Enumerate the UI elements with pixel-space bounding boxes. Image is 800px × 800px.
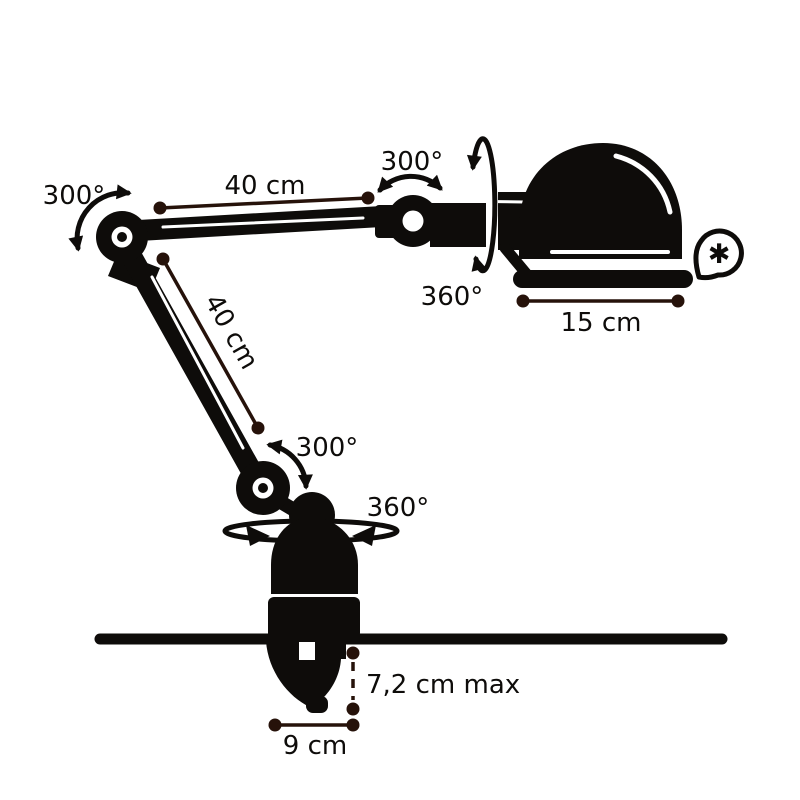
- joint1-rotation-label: 300°: [43, 181, 106, 211]
- clamp-screw-knob: [306, 696, 328, 713]
- shade-gloss-highlight: [613, 153, 673, 215]
- base-bell: [271, 517, 358, 594]
- speech-bubble-icon: [693, 228, 744, 281]
- labels: 300° 40 cm 300° 360° 15 cm 40 cm 300° 36…: [43, 147, 642, 761]
- arm-highlight: [161, 216, 365, 229]
- shade-width-dimension: [516, 294, 685, 308]
- lamp-body: [96, 195, 451, 524]
- lamp-base: [266, 492, 360, 713]
- rotation-arrowhead-icon: [246, 525, 270, 546]
- upper-arm-dimension: [153, 191, 375, 215]
- head-spin-arrow: [466, 136, 498, 274]
- dimension-lines: [153, 191, 685, 732]
- head-arm-block: [430, 203, 486, 247]
- joint-head: [387, 195, 439, 247]
- clamp-width-dimension: [268, 718, 360, 732]
- head-joint-rotation-label: 300°: [381, 147, 444, 177]
- shade-dome: [519, 143, 682, 259]
- head-highlight: [445, 199, 526, 204]
- asterisk-icon: ✱: [708, 239, 731, 270]
- clamp-capacity-label: 7,2 cm max: [366, 670, 520, 700]
- clamp-gap: [299, 642, 315, 660]
- clamp-hook: [266, 641, 346, 707]
- head-spin-label: 360°: [421, 282, 484, 312]
- joint1-rotation-arrow: [68, 184, 132, 252]
- arm-highlight: [150, 275, 245, 450]
- shade-width-label: 15 cm: [561, 308, 642, 338]
- elbow-rotation-arrow: [266, 439, 313, 490]
- base-spin-label: 360°: [367, 493, 430, 523]
- lower-arm-length-label: 40 cm: [198, 289, 264, 374]
- lower-arm-dimension: [156, 252, 265, 435]
- lamp-head: [430, 143, 693, 288]
- footnote-bubble: ✱: [693, 228, 744, 281]
- rotation-arrows: [68, 136, 498, 490]
- joint-shoulder: [96, 211, 148, 263]
- clamp-depth-dimension: [346, 646, 360, 716]
- base-block: [268, 597, 360, 639]
- clamp-footprint-label: 9 cm: [283, 731, 347, 761]
- upper-arm-length-label: 40 cm: [225, 171, 306, 201]
- rotation-arrowhead-icon: [352, 525, 376, 546]
- elbow-rotation-label: 300°: [296, 433, 359, 463]
- joint2-rotation-arrow: [377, 173, 443, 193]
